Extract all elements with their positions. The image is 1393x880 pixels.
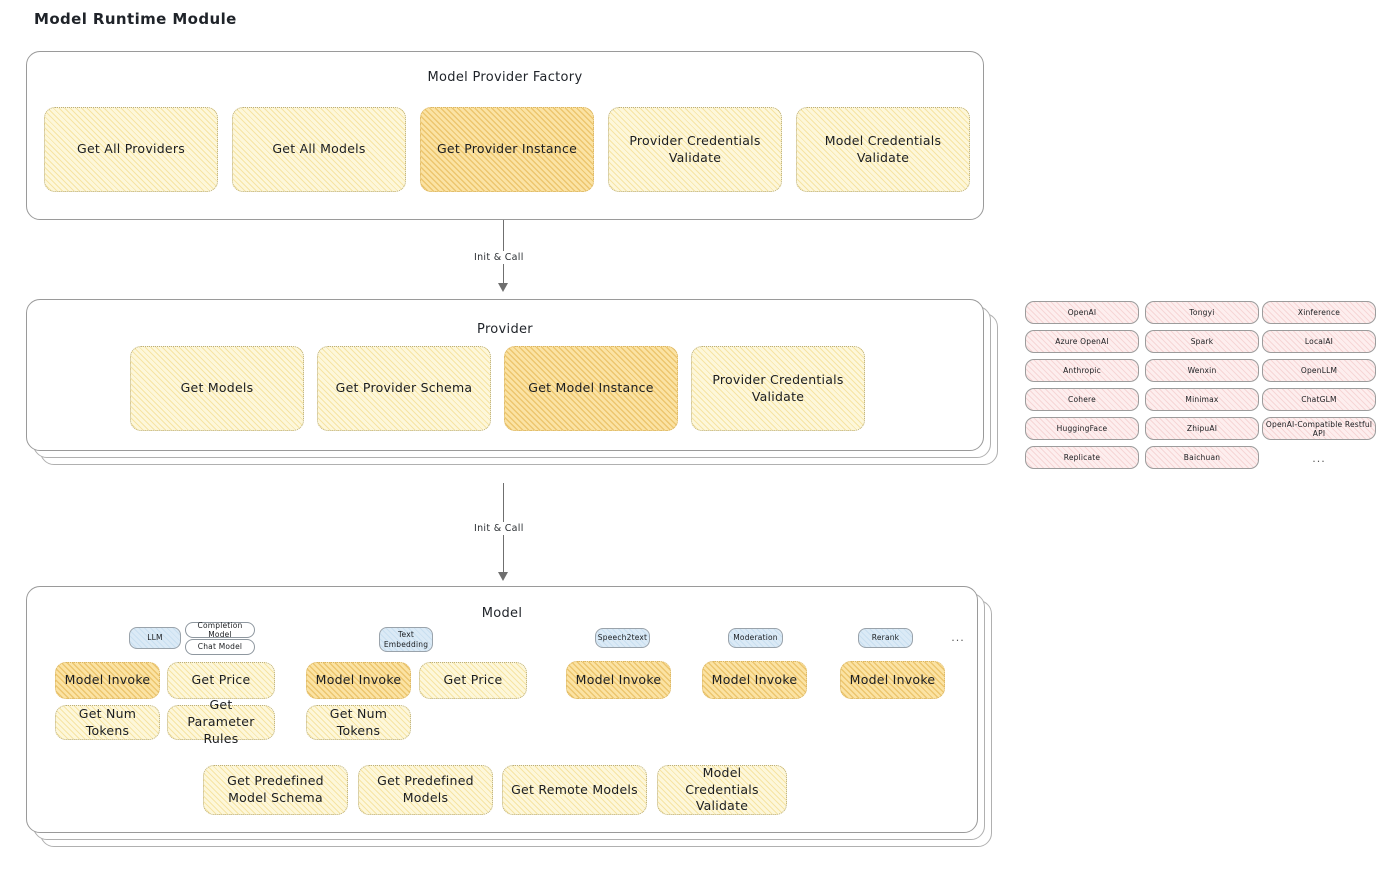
model-badge-speech2text[interactable]: Speech2text: [595, 628, 650, 648]
model-node-text-embedding-get-price[interactable]: Get Price: [419, 662, 527, 699]
arrow-factory-to-provider-head: [498, 283, 508, 292]
provider-tag-openai-compatible-restful-api[interactable]: OpenAI-Compatible Restful API: [1262, 417, 1376, 440]
model-sub-badge-completion-model[interactable]: Completion Model: [185, 621, 255, 639]
provider-node-get-provider-schema[interactable]: Get Provider Schema: [317, 346, 491, 431]
factory-node-get-provider-instance[interactable]: Get Provider Instance: [420, 107, 594, 192]
provider-tag-tongyi[interactable]: Tongyi: [1145, 301, 1259, 324]
provider-tag-zhipuai[interactable]: ZhipuAI: [1145, 417, 1259, 440]
provider-tag-azure-openai[interactable]: Azure OpenAI: [1025, 330, 1139, 353]
model-node-llm-get-parameter-rules[interactable]: Get Parameter Rules: [167, 697, 275, 746]
provider-node-provider-credentials-validate[interactable]: Provider Credentials Validate: [691, 346, 865, 431]
model-groups-more: ...: [951, 631, 965, 644]
model-node-llm-model-invoke[interactable]: Model Invoke: [55, 662, 160, 699]
provider-tag-cohere[interactable]: Cohere: [1025, 388, 1139, 411]
model-badge-rerank[interactable]: Rerank: [858, 628, 913, 648]
factory-node-get-all-providers[interactable]: Get All Providers: [44, 107, 218, 192]
provider-tag-spark[interactable]: Spark: [1145, 330, 1259, 353]
provider-tag-minimax[interactable]: Minimax: [1145, 388, 1259, 411]
model-node-llm-get-price[interactable]: Get Price: [167, 662, 275, 699]
model-node-get-predefined-model-schema[interactable]: Get Predefined Model Schema: [203, 765, 348, 815]
model-provider-factory-title: Model Provider Factory: [427, 70, 583, 85]
provider-tag-baichuan[interactable]: Baichuan: [1145, 446, 1259, 469]
factory-node-get-all-models[interactable]: Get All Models: [232, 107, 406, 192]
model-node-llm-get-num-tokens[interactable]: Get Num Tokens: [55, 705, 160, 740]
provider-tag-replicate[interactable]: Replicate: [1025, 446, 1139, 469]
model-node-rerank-model-invoke[interactable]: Model Invoke: [840, 661, 945, 699]
model-sub-badge-chat-model[interactable]: Chat Model: [185, 639, 255, 655]
model-node-text-embedding-get-num-tokens[interactable]: Get Num Tokens: [306, 705, 411, 740]
provider-tag-chatglm[interactable]: ChatGLM: [1262, 388, 1376, 411]
provider-tag-wenxin[interactable]: Wenxin: [1145, 359, 1259, 382]
model-node-moderation-model-invoke[interactable]: Model Invoke: [702, 661, 807, 699]
provider-list-more: ...: [1312, 452, 1326, 465]
factory-node-provider-credentials-validate[interactable]: Provider Credentials Validate: [608, 107, 782, 192]
provider-tag-openai[interactable]: OpenAI: [1025, 301, 1139, 324]
provider-tag-huggingface[interactable]: HuggingFace: [1025, 417, 1139, 440]
provider-tag-xinference[interactable]: Xinference: [1262, 301, 1376, 324]
model-badge-text-embedding[interactable]: Text Embedding: [379, 627, 433, 652]
arrow-provider-to-model-label: Init & Call: [470, 522, 528, 535]
provider-tag-openllm[interactable]: OpenLLM: [1262, 359, 1376, 382]
model-node-get-predefined-models[interactable]: Get Predefined Models: [358, 765, 493, 815]
provider-node-get-models[interactable]: Get Models: [130, 346, 304, 431]
page-title: Model Runtime Module: [34, 10, 237, 28]
provider-title: Provider: [477, 322, 533, 337]
factory-node-model-credentials-validate[interactable]: Model Credentials Validate: [796, 107, 970, 192]
model-badge-moderation[interactable]: Moderation: [728, 628, 783, 648]
model-node-text-embedding-model-invoke[interactable]: Model Invoke: [306, 662, 411, 699]
arrow-provider-to-model-head: [498, 572, 508, 581]
provider-tag-anthropic[interactable]: Anthropic: [1025, 359, 1139, 382]
model-node-model-credentials-validate[interactable]: Model Credentials Validate: [657, 765, 787, 815]
model-title: Model: [481, 606, 523, 621]
provider-tag-localai[interactable]: LocalAI: [1262, 330, 1376, 353]
model-node-speech2text-model-invoke[interactable]: Model Invoke: [566, 661, 671, 699]
model-badge-llm[interactable]: LLM: [129, 627, 181, 649]
provider-node-get-model-instance[interactable]: Get Model Instance: [504, 346, 678, 431]
model-node-get-remote-models[interactable]: Get Remote Models: [502, 765, 647, 815]
arrow-factory-to-provider-label: Init & Call: [470, 251, 528, 264]
